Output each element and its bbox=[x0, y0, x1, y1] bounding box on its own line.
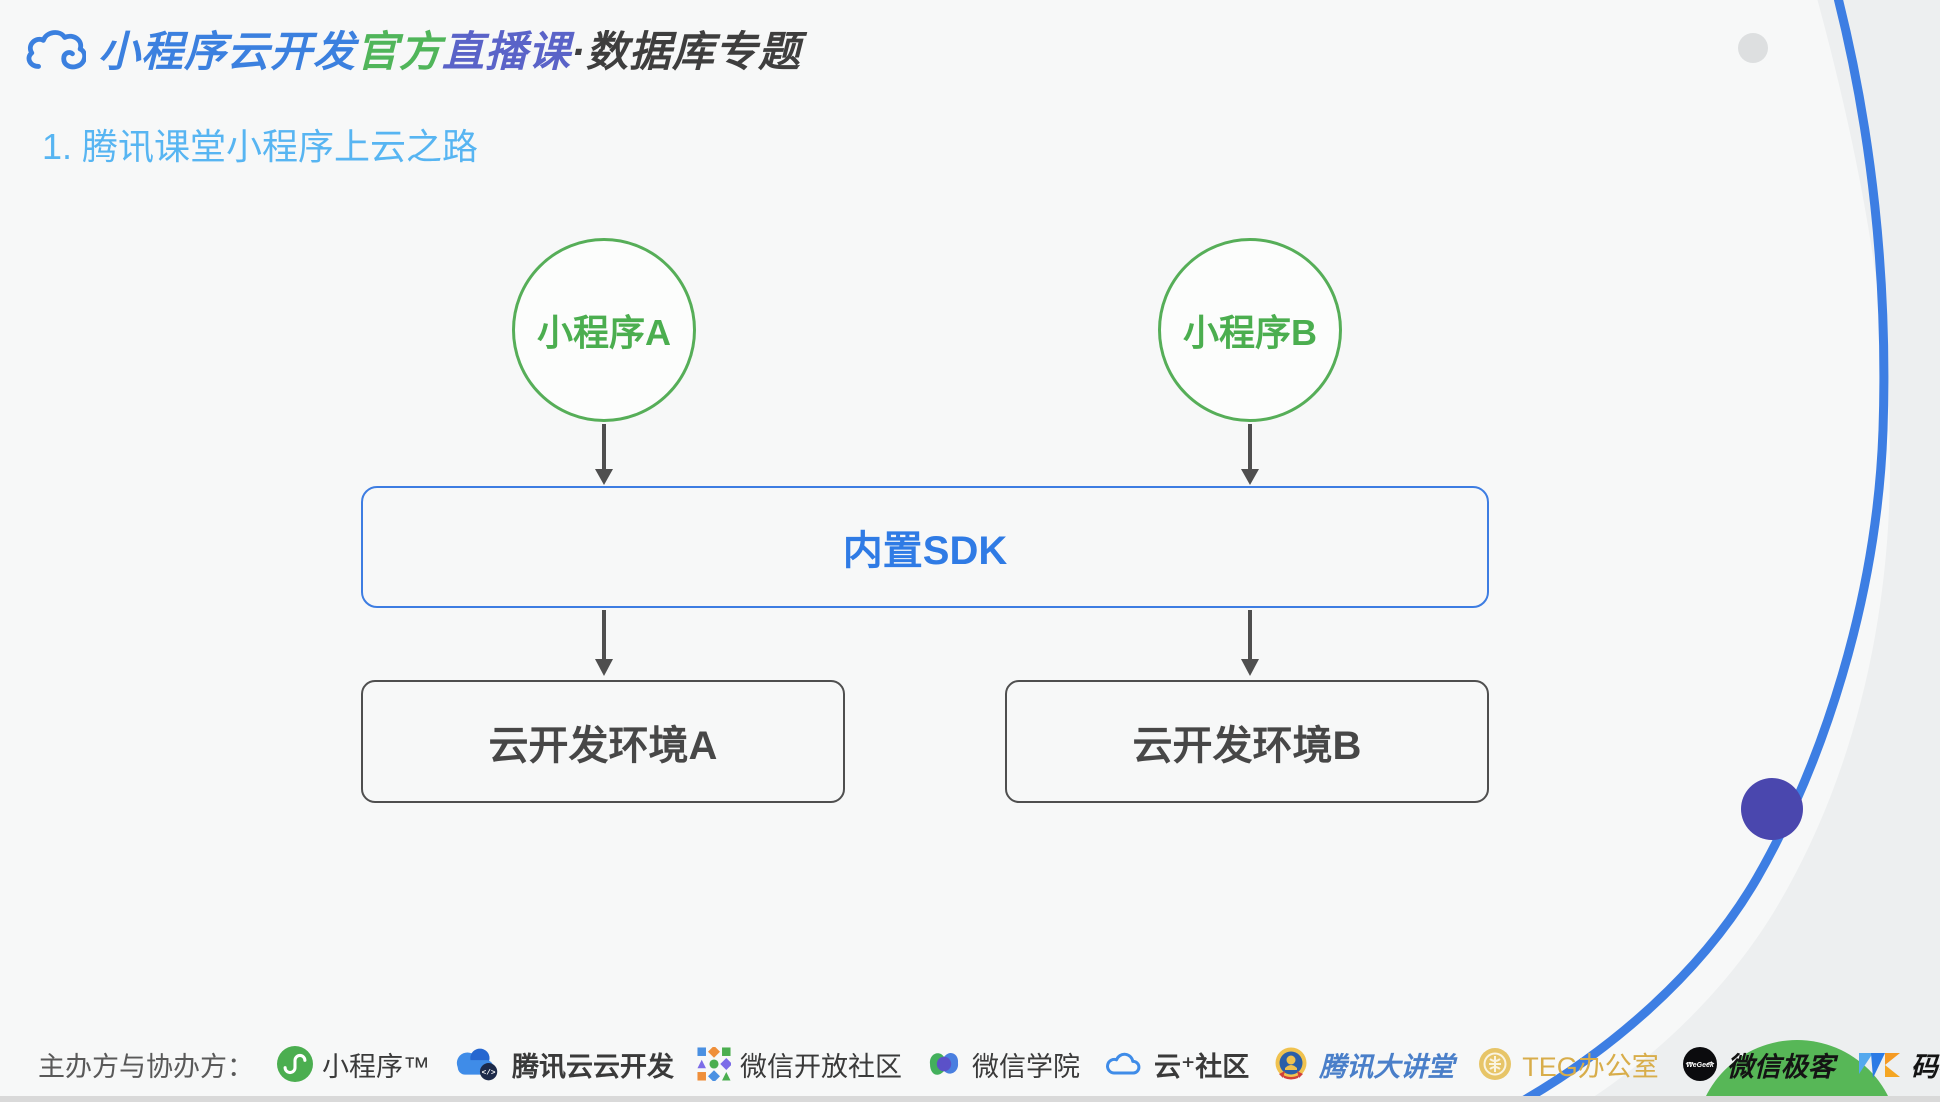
sponsor-label: 微信学院 bbox=[972, 1051, 1080, 1082]
cloud-community-logo-icon bbox=[1106, 1052, 1141, 1075]
sponsor-tencent-clouddev: </> 腾讯云云开发 bbox=[453, 1045, 674, 1084]
sponsor-label: 微信极客 bbox=[1726, 1051, 1835, 1082]
bottom-edge-strip bbox=[0, 1096, 1940, 1102]
footer-sponsors: 主办方与协办方： 小程序™ </> 腾讯云云开发 微信开放 bbox=[38, 1036, 1940, 1092]
tencent-lecture-badge-icon bbox=[1275, 1047, 1307, 1080]
green-dot bbox=[1703, 1040, 1891, 1102]
node-label: 小程序A bbox=[537, 312, 671, 353]
sponsor-teg-office: TEG办公室 bbox=[1477, 1045, 1659, 1084]
sponsor-wegeek: WeGeek 微信极客 bbox=[1682, 1045, 1835, 1084]
sponsor-tencent-lecture: 腾讯大讲堂 bbox=[1272, 1045, 1454, 1084]
node-label: 云开发环境A bbox=[488, 723, 718, 768]
node-cloud-env-a: 云开发环境A bbox=[361, 680, 845, 803]
node-builtin-sdk: 内置SDK bbox=[361, 486, 1489, 608]
sponsor-macoder: 码客 bbox=[1858, 1045, 1940, 1084]
title-segment: 官方 bbox=[356, 28, 443, 75]
blue-curve-line bbox=[1511, 0, 1889, 1102]
teg-coin-logo-icon bbox=[1479, 1048, 1512, 1080]
sponsor-label: 小程序™ bbox=[322, 1051, 430, 1082]
tencent-clouddev-logo-icon: </> bbox=[456, 1048, 498, 1081]
arrow-icon bbox=[595, 424, 1259, 676]
node-mini-program-a: 小程序A bbox=[512, 238, 696, 422]
sponsor-label: TEG办公室 bbox=[1522, 1051, 1659, 1082]
open-community-grid-icon bbox=[697, 1047, 731, 1081]
section-title: 1. 腾讯课堂小程序上云之路 bbox=[42, 126, 479, 167]
sponsors-label: 主办方与协办方： bbox=[38, 1051, 254, 1082]
page-title: 小程序云开发官方直播课·数据库专题 bbox=[98, 18, 801, 79]
node-label: 小程序B bbox=[1183, 312, 1317, 353]
node-label: 云开发环境B bbox=[1132, 723, 1362, 768]
macoder-mk-logo-icon bbox=[1858, 1053, 1900, 1078]
sponsor-wechat-academy: 微信学院 bbox=[925, 1045, 1080, 1084]
title-segment: ·数据库专题 bbox=[571, 28, 802, 75]
mini-program-logo-icon bbox=[277, 1046, 313, 1082]
cloudbase-logo-icon bbox=[26, 29, 86, 69]
purple-dot bbox=[1741, 778, 1803, 840]
node-cloud-env-b: 云开发环境B bbox=[1005, 680, 1489, 803]
node-label: 内置SDK bbox=[842, 529, 1008, 573]
light-gray-arc-region bbox=[1585, 0, 1940, 1102]
wegeek-logo-icon: WeGeek bbox=[1682, 1047, 1717, 1081]
title-segment: 直播课 bbox=[442, 28, 572, 75]
sponsor-label: 码客 bbox=[1910, 1051, 1940, 1082]
title-segment: 小程序云开发 bbox=[98, 28, 357, 75]
sponsor-mini-program: 小程序™ bbox=[277, 1045, 430, 1084]
sponsor-cloud-community: 云⁺社区 bbox=[1103, 1045, 1249, 1084]
sponsor-label: 云⁺社区 bbox=[1154, 1051, 1250, 1082]
header: 小程序云开发官方直播课·数据库专题 bbox=[24, 18, 801, 79]
sponsor-wechat-open-community: 微信开放社区 bbox=[697, 1045, 902, 1084]
gray-dot bbox=[1738, 33, 1768, 63]
sponsor-label: 腾讯大讲堂 bbox=[1319, 1051, 1455, 1082]
sponsor-label: 腾讯云云开发 bbox=[512, 1051, 674, 1082]
svg-text:WeGeek: WeGeek bbox=[1686, 1062, 1715, 1069]
sponsor-label: 微信开放社区 bbox=[740, 1051, 902, 1082]
svg-text:</>: </> bbox=[482, 1070, 496, 1078]
node-mini-program-b: 小程序B bbox=[1158, 238, 1342, 422]
wechat-academy-logo-icon bbox=[929, 1052, 959, 1075]
